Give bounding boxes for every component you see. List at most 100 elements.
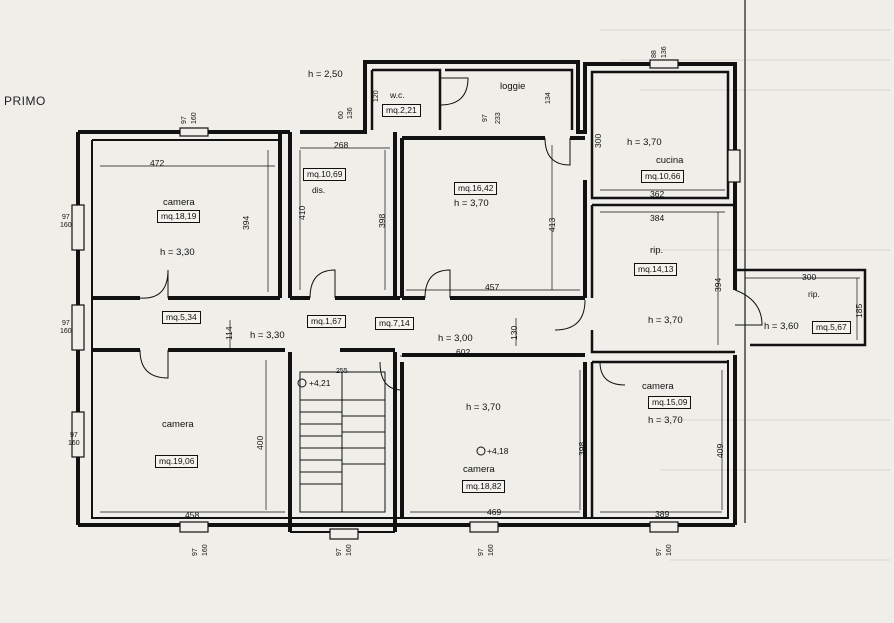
camera-s-depth-dim: 398: [577, 441, 587, 456]
corridor-height-w: h = 3,30: [250, 330, 285, 341]
door-arc: [544, 137, 571, 166]
rip-balcony-height: h = 3,60: [764, 321, 799, 332]
loggia-name: loggie: [500, 81, 526, 92]
wc-area: mq.2,21: [382, 104, 421, 117]
window-west-1-w: 97: [62, 214, 70, 221]
central-n-width-dim: 457: [485, 282, 500, 292]
outer-wall: [78, 60, 737, 205]
stairs-dim: 255: [336, 368, 348, 375]
rip-e-height: h = 3,70: [648, 315, 683, 326]
cucina-window-dim-a: 88: [651, 50, 658, 58]
cucina-width-dim: 362: [650, 189, 665, 199]
dimension-lines: [100, 145, 860, 513]
camera-se-area: mq.15,09: [648, 396, 692, 409]
level-marker-icon: [297, 378, 307, 388]
camera-sw-area: mq.19,06: [155, 455, 199, 468]
window-south-4-w: 97: [656, 548, 663, 556]
camera-s-width-dim: 469: [487, 507, 502, 517]
camera-se-width-dim: 389: [655, 509, 670, 519]
door-arc: [379, 361, 403, 391]
rip-balcony-width-dim: 300: [802, 272, 817, 282]
corridor-area-mid: mq.1,67: [307, 315, 346, 328]
door-arc: [424, 269, 451, 299]
rip-e-depth-dim: 394: [713, 277, 723, 292]
corridor-dim-w: 114: [224, 326, 234, 340]
window-north-2-w: 60: [338, 111, 345, 119]
camera-se-depth-dim: 409: [715, 443, 725, 458]
window-south-1-h: 160: [202, 544, 209, 556]
floor-label: PRIMO: [4, 94, 46, 108]
camera-nw-width-dim: 472: [150, 158, 165, 168]
corridor-dim-e: 130: [509, 325, 519, 340]
staircase: [297, 371, 486, 513]
window-south-3-w: 97: [478, 548, 485, 556]
central-n-side-dim: 398: [377, 213, 387, 228]
window-west-3-h: 160: [68, 440, 80, 447]
doors: [139, 77, 763, 391]
door-arc: [734, 289, 763, 326]
camera-sw-depth-dim: 400: [255, 435, 265, 450]
window-west-2-w: 97: [62, 320, 70, 327]
cucina-window-dim-b: 136: [661, 46, 668, 58]
loggia-height: h = 2,50: [308, 69, 343, 80]
window-west-1-h: 160: [60, 222, 72, 229]
camera-s-level: +4,18: [487, 446, 509, 456]
central-n-area: mq.16,42: [454, 182, 498, 195]
dis-width-dim: 268: [334, 140, 349, 150]
windows: [71, 59, 741, 540]
camera-nw-depth-dim: 394: [241, 215, 251, 230]
rip-balcony-depth-dim: 185: [854, 303, 864, 318]
window-south-4-h: 160: [666, 544, 673, 556]
camera-s-area: mq.18,82: [462, 480, 506, 493]
dis-name: dis.: [312, 185, 326, 195]
camera-nw-height: h = 3,30: [160, 247, 195, 258]
rip-balcony-name: rip.: [808, 289, 820, 299]
door-arc: [554, 299, 586, 331]
dis-area: mq.10,69: [303, 168, 347, 181]
cucina-area: mq.10,66: [641, 170, 685, 183]
level-marker-icon: [476, 446, 486, 456]
window-south-3-h: 160: [488, 544, 495, 556]
door-arc: [139, 349, 169, 379]
central-n-depth-dim: 413: [547, 217, 557, 232]
cucina-height: h = 3,70: [627, 137, 662, 148]
camera-sw-name: camera: [162, 419, 194, 430]
door-arc: [599, 361, 626, 386]
camera-se-height: h = 3,70: [648, 415, 683, 426]
wc-dim-c: 233: [495, 112, 502, 124]
rip-balcony-area: mq.5,67: [812, 321, 851, 334]
window-west-3-w: 97: [70, 432, 78, 439]
window-south-1-w: 97: [192, 548, 199, 556]
window-north-2-h: 136: [347, 107, 354, 119]
rip-e-area: mq.14,13: [634, 263, 678, 276]
window-north-1-w: 97: [181, 116, 188, 124]
corridor-area-e: mq.7,14: [375, 317, 414, 330]
window-south-2-h: 160: [346, 544, 353, 556]
cucina-depth-dim: 300: [593, 133, 603, 148]
corridor-area-w: mq.5,34: [162, 311, 201, 324]
cucina-name: cucina: [656, 155, 684, 166]
wc-dim-b: 97: [482, 114, 489, 122]
camera-s-name: camera: [463, 464, 495, 475]
rip-e-width-dim: 384: [650, 213, 665, 223]
door-arc: [439, 77, 469, 106]
dis-depth-dim: 410: [297, 205, 307, 220]
stairs-level: +4,21: [309, 378, 331, 388]
camera-nw-area: mq.18,19: [157, 210, 201, 223]
camera-sw-width-dim: 458: [185, 510, 200, 520]
corridor-height-e: h = 3,00: [438, 333, 473, 344]
rip-e-name: rip.: [650, 245, 664, 256]
camera-se-name: camera: [642, 381, 674, 392]
loggia-dim: 134: [545, 92, 552, 104]
camera-s-height: h = 3,70: [466, 402, 501, 413]
wc-name: w.c.: [390, 90, 405, 100]
wc-dim-a: 120: [373, 90, 380, 102]
central-n-height: h = 3,70: [454, 198, 489, 209]
corridor-length-dim: 602: [456, 347, 471, 357]
camera-nw-name: camera: [163, 197, 195, 208]
window-west-2-h: 160: [60, 328, 72, 335]
window-south-2-w: 97: [336, 548, 343, 556]
door-arc: [309, 269, 336, 299]
window-north-1-h: 160: [191, 112, 198, 124]
